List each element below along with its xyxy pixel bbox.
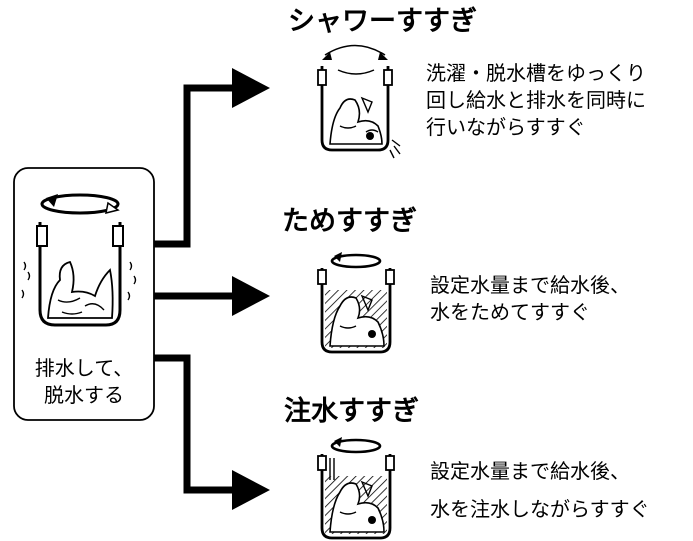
method-desc-chusui-line1: 設定水量まで給水後、 <box>430 459 630 483</box>
method-desc-shower-line1: 洗濯・脱水槽をゆっくり <box>426 61 646 85</box>
arrow-head-tame <box>232 276 270 316</box>
shower-rinse-tub-illustration <box>317 44 401 159</box>
connector-arrows <box>154 84 236 494</box>
arrow-head-shower <box>232 68 270 108</box>
method-desc-tame-line2: 水をためてすすぐ <box>430 300 590 324</box>
method-title-chusui: 注水すすぎ <box>284 395 419 427</box>
connector-to-shower <box>154 84 236 248</box>
method-desc-shower-line2: 回し給水と排水を同時に <box>426 88 646 112</box>
spin-dry-label-line2: 脱水する <box>44 383 124 407</box>
arrow-head-chusui <box>232 470 270 510</box>
method-desc-tame-line1: 設定水量まで給水後、 <box>430 273 630 297</box>
method-title-tame: ためすすぎ <box>282 206 417 237</box>
spin-dry-tub-illustration <box>21 193 137 327</box>
method-title-shower: シャワーすすぎ <box>288 6 477 37</box>
method-desc-shower-line3: 行いながらすすぐ <box>426 115 586 139</box>
tame-rinse-tub-illustration <box>317 252 395 354</box>
method-desc-chusui-line2: 水を注水しながらすすぐ <box>430 497 650 521</box>
chusui-rinse-tub-illustration <box>317 437 395 540</box>
connector-to-chusui <box>154 354 236 494</box>
spin-dry-label-line1: 排水して、 <box>35 356 133 380</box>
